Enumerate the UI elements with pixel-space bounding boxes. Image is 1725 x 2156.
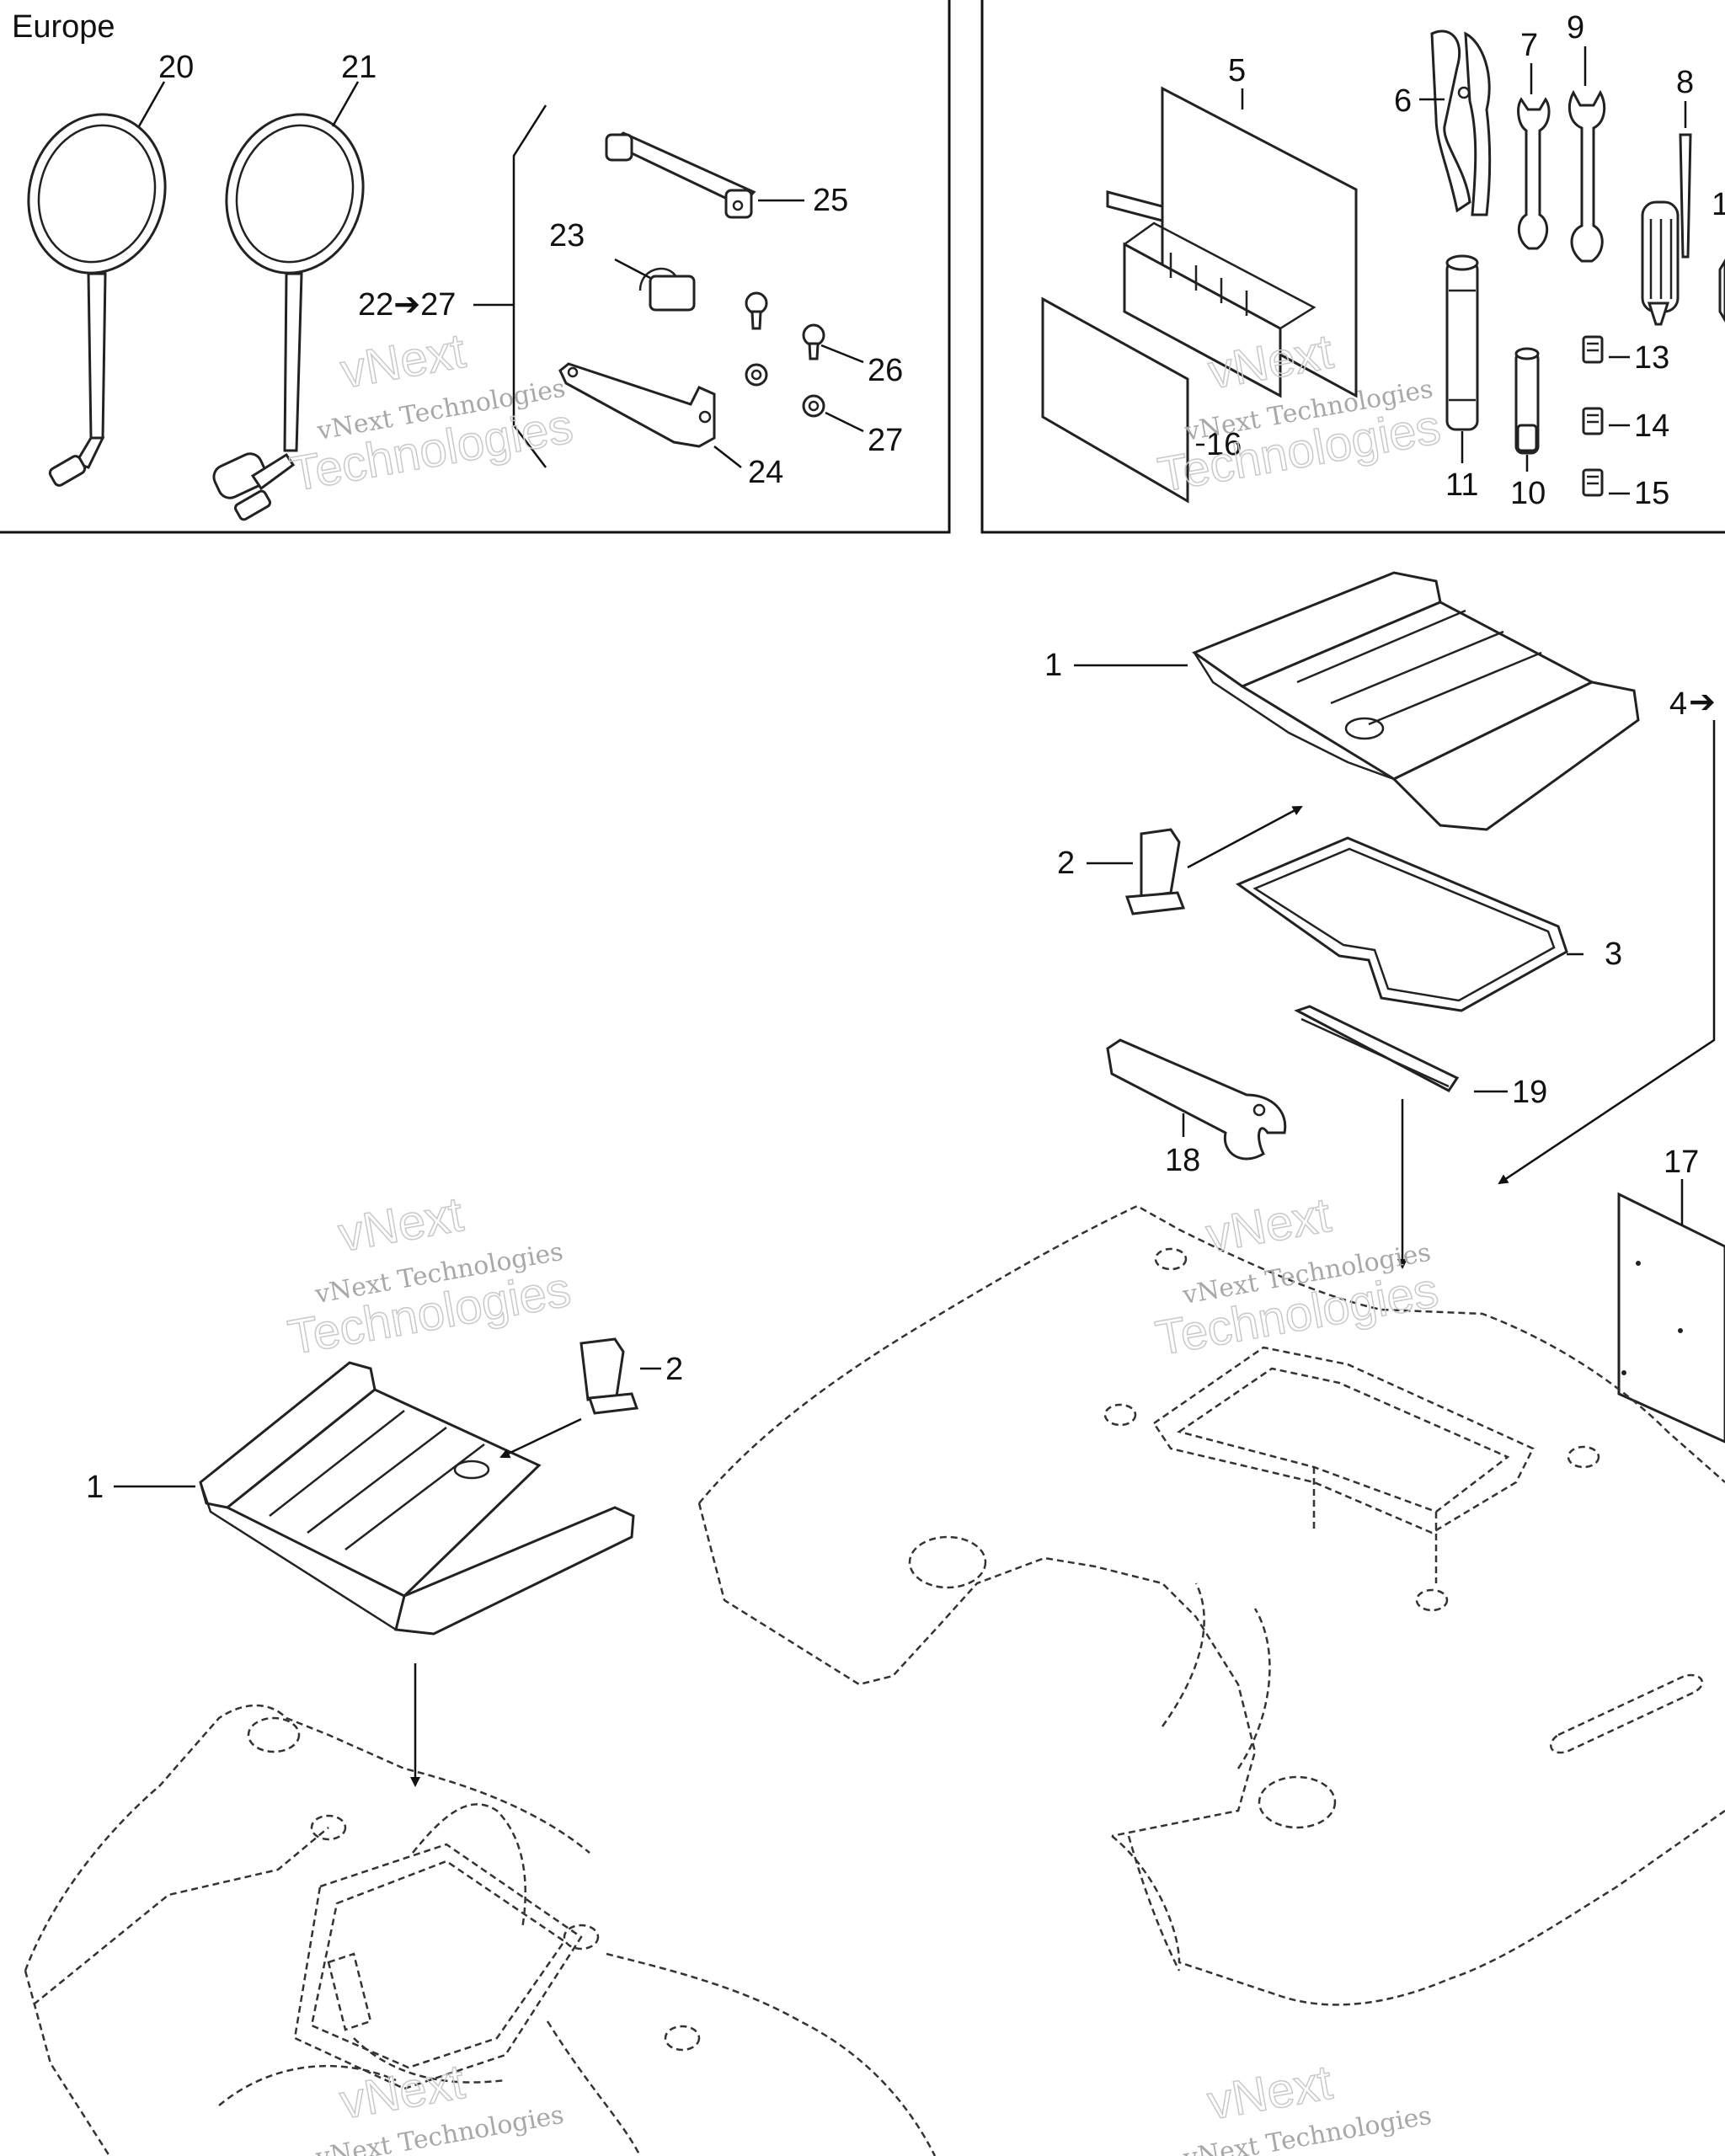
socket-11-part: [1445, 254, 1479, 431]
svg-text:vNext: vNext: [337, 323, 469, 399]
bracket-24-part: [558, 362, 716, 448]
kit-bracket-line: [512, 104, 547, 468]
callout-6: 6: [1394, 83, 1412, 119]
callout-25: 25: [813, 183, 848, 218]
callout-1-lower: 1: [86, 1470, 104, 1505]
rack-1-upper-part: [1191, 571, 1640, 831]
mirror-left-part: [27, 113, 167, 487]
callout-27: 27: [868, 423, 903, 458]
watermark-1: vNext vNext Technologies Technologies: [286, 323, 577, 502]
callout-16: 16: [1206, 427, 1242, 462]
screwdriver-8-part: [1641, 133, 1725, 326]
callout-3: 3: [1605, 937, 1622, 972]
arrow-glyph: ➔: [1689, 685, 1716, 720]
tool-pouch-5-part: [1106, 86, 1358, 398]
callout-15: 15: [1634, 476, 1669, 511]
watermark-5: vNext vNext Technologies: [313, 2053, 567, 2156]
callout-1-upper: 1: [1044, 648, 1062, 683]
europe-frame: [0, 0, 951, 534]
lock-23-part: [638, 267, 696, 312]
rear-fender-right-part: [697, 1204, 1725, 2006]
wrench-18-part: [1106, 1038, 1287, 1161]
callout-11: 11: [1445, 467, 1478, 503]
callout-13: 13: [1634, 340, 1669, 376]
callout-23: 23: [549, 218, 585, 253]
callout-5: 5: [1228, 53, 1246, 88]
latch-2-lower-part: [579, 1337, 639, 1415]
callout-26: 26: [868, 353, 903, 388]
watermark-2: vNext vNext Technologies Technologies: [1153, 323, 1445, 503]
callout-20: 20: [158, 50, 194, 85]
watermark-4: vNext vNext Technologies Technologies: [1151, 1187, 1443, 1366]
svg-text:vNext: vNext: [334, 1187, 467, 1262]
toolkit-frame: [980, 0, 1725, 534]
watermark-6: vNext vNext Technologies: [1181, 2054, 1434, 2156]
svg-text:vNext: vNext: [1202, 1187, 1334, 1263]
callout-21: 21: [341, 50, 377, 85]
mirror-right-part: [212, 113, 365, 521]
callout-2-lower: 2: [665, 1352, 683, 1387]
seal-3-part: [1235, 836, 1568, 1012]
callout-24: 24: [748, 455, 783, 490]
fuse-13-part: [1582, 335, 1604, 364]
callout-7: 7: [1520, 28, 1538, 63]
pliers-6-part: [1430, 29, 1492, 216]
wrench-9-part: [1567, 89, 1606, 263]
callout-10: 10: [1510, 476, 1546, 511]
callout-2-upper: 2: [1057, 846, 1075, 881]
callout-8: 8: [1676, 65, 1694, 100]
decal-17-part: [1617, 1192, 1725, 1444]
callout-22-27: 22➔27: [358, 287, 456, 323]
callout-18: 18: [1165, 1143, 1200, 1178]
fuse-15-part: [1582, 468, 1604, 497]
latch-2-upper-part: [1124, 828, 1186, 915]
callout-14: 14: [1634, 408, 1669, 444]
callout-17: 17: [1664, 1145, 1699, 1180]
fuse-14-part: [1582, 407, 1604, 435]
region-label: Europe: [12, 9, 115, 45]
strap-25-part: [605, 131, 756, 219]
watermark-3: vNext vNext Technologies Technologies: [284, 1186, 575, 1365]
socket-10-part: [1514, 347, 1540, 455]
callout-12-partial: 1: [1712, 187, 1725, 222]
bolt-26-part: [745, 291, 825, 360]
wrench-7-part: [1517, 97, 1551, 250]
rear-fender-left-part: [24, 1704, 937, 2156]
manual-16-part: [1041, 296, 1189, 504]
callout-9: 9: [1567, 10, 1584, 45]
callout-4-partial: 4: [1669, 686, 1687, 722]
nut-27-part: [745, 363, 825, 418]
svg-text:vNext: vNext: [1204, 2055, 1336, 2131]
rack-1-lower-part: [199, 1361, 635, 1636]
strap-19-part: [1294, 1005, 1460, 1092]
callout-19: 19: [1512, 1075, 1547, 1110]
